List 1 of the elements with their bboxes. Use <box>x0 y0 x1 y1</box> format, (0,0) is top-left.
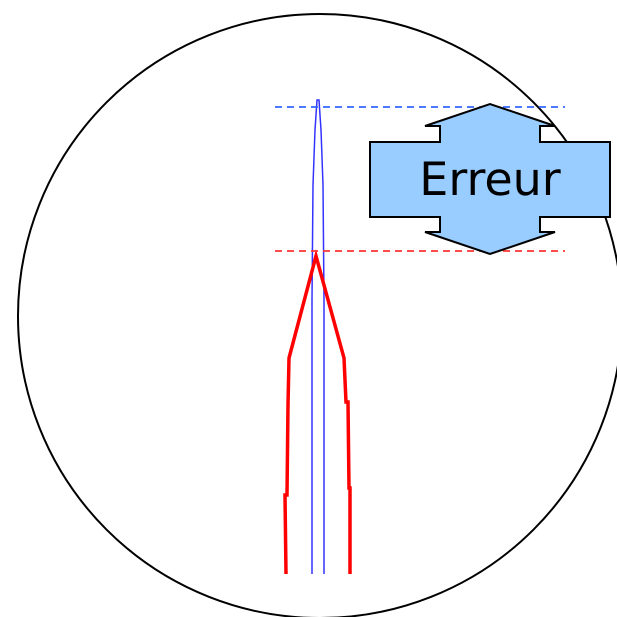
error-label: Erreur <box>418 151 562 208</box>
